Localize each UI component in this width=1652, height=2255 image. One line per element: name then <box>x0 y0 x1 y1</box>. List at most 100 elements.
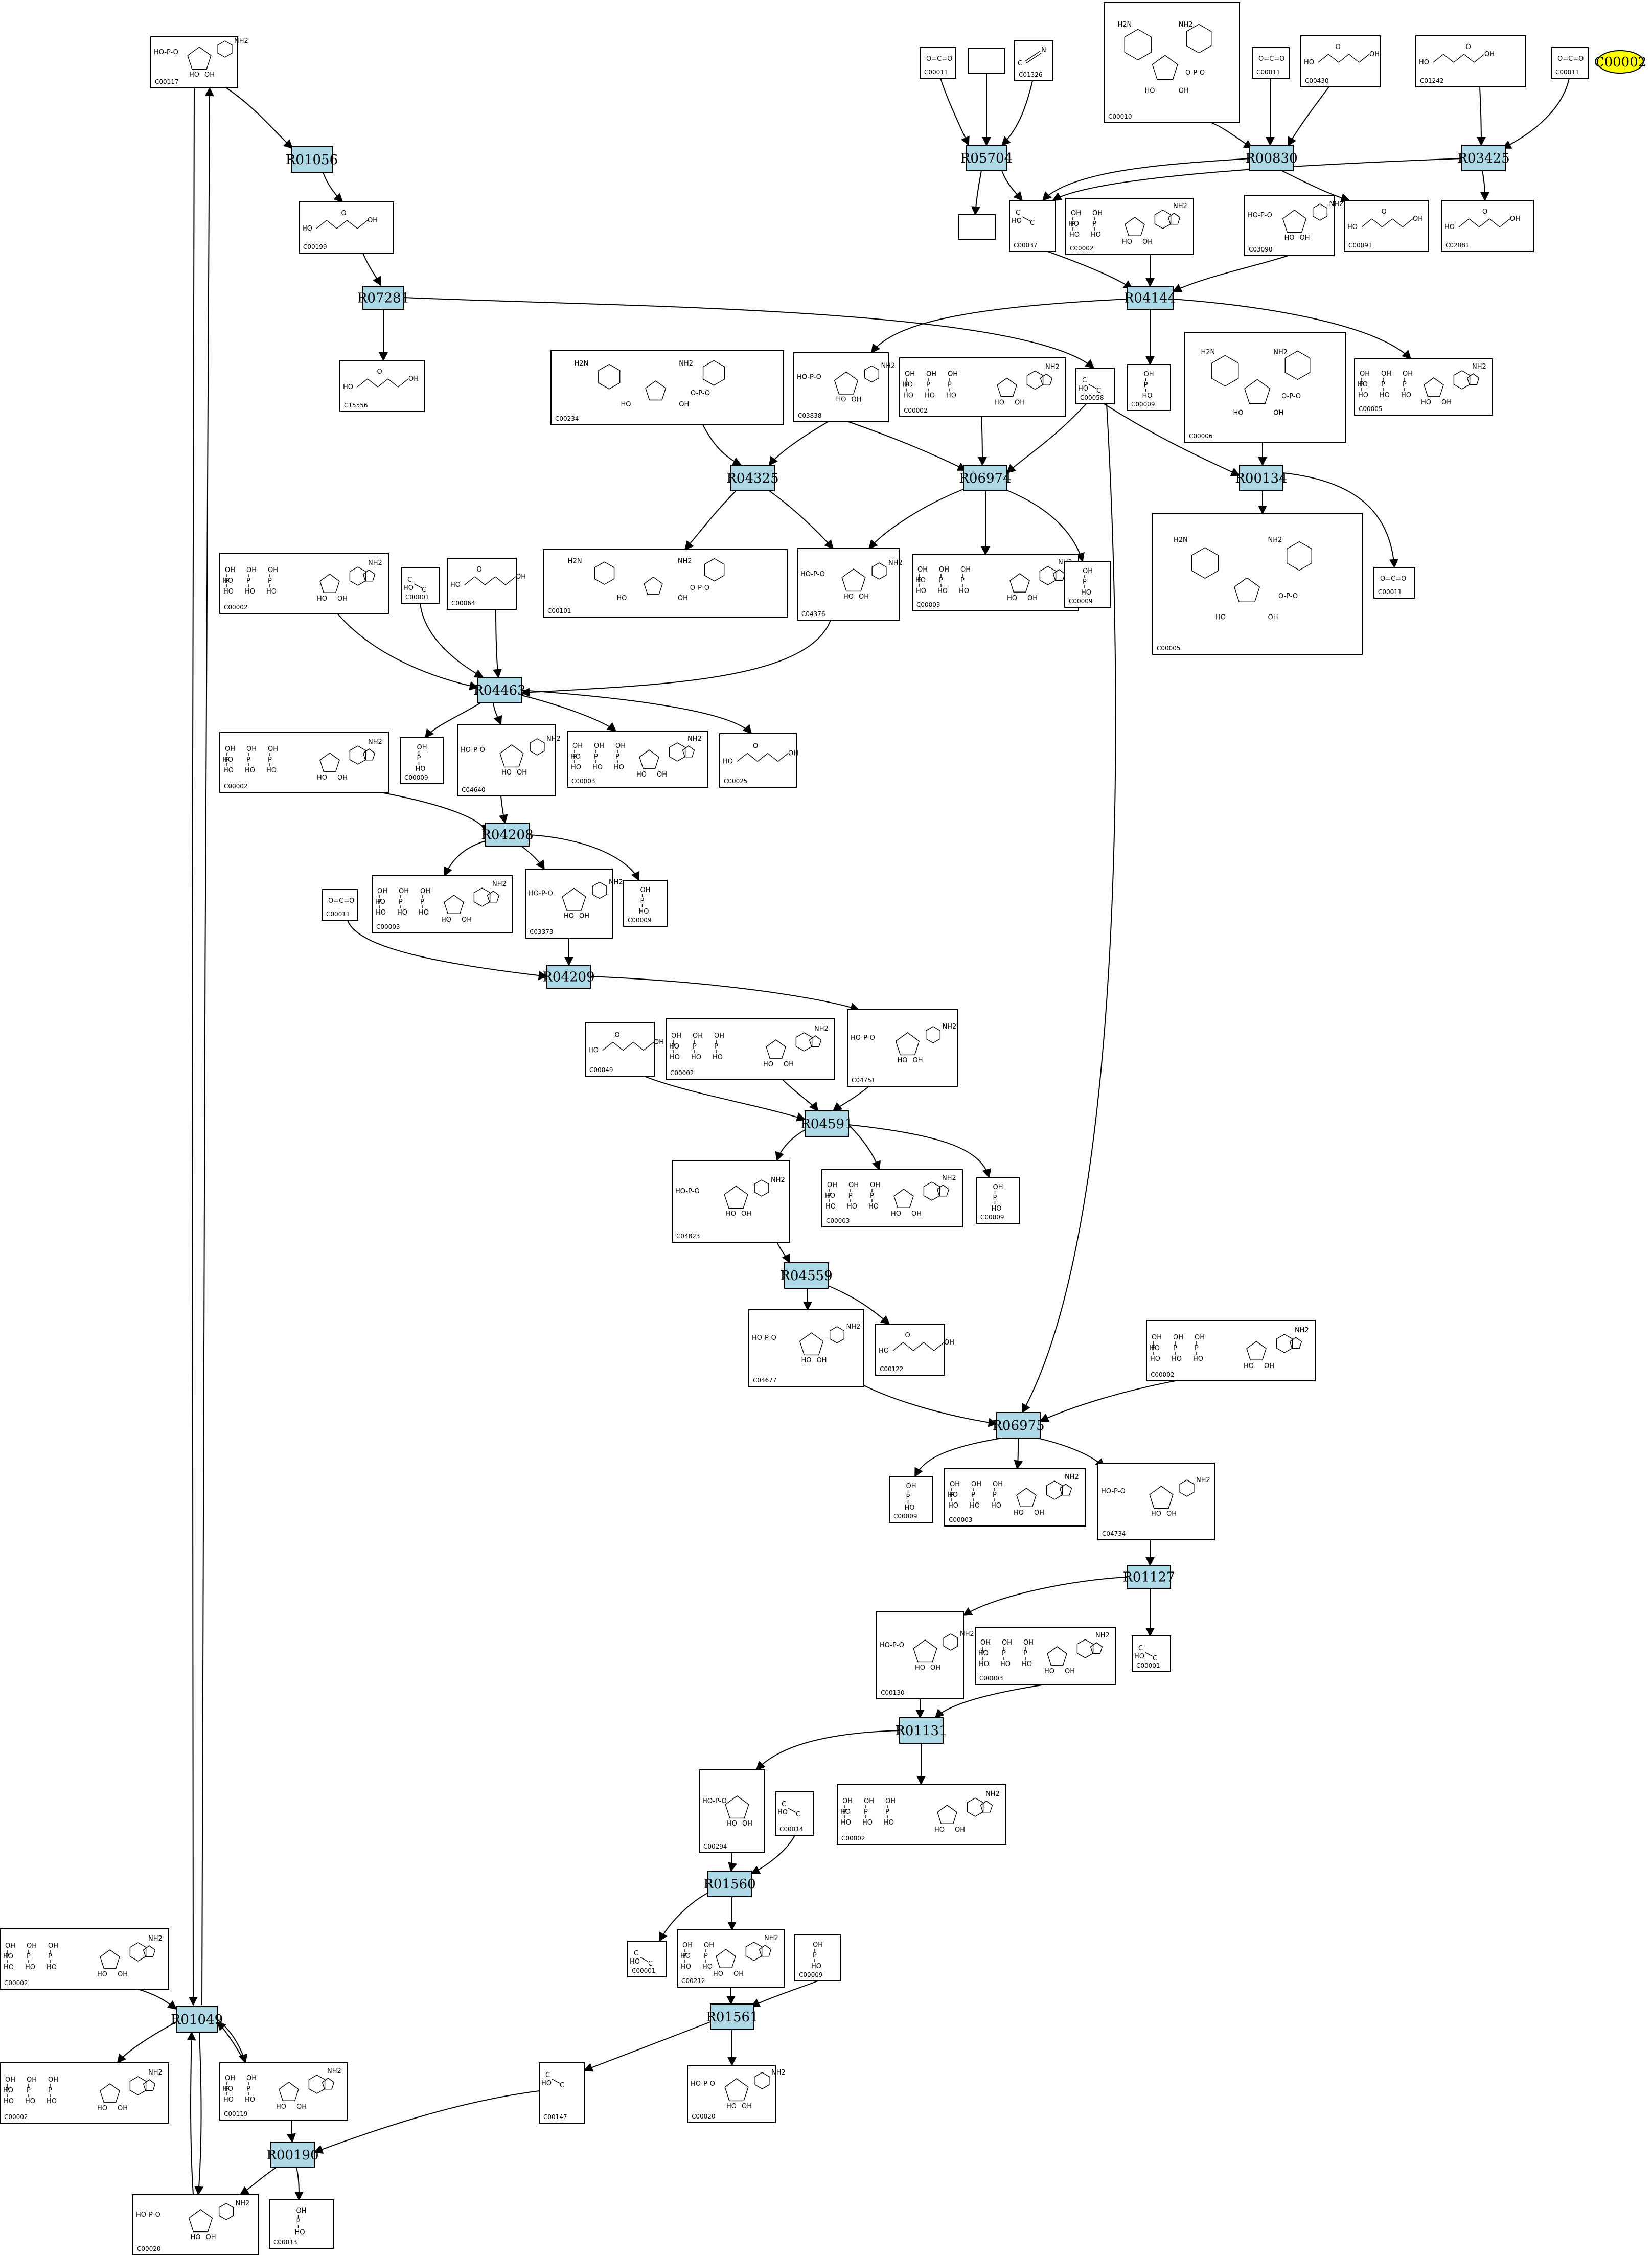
reaction-node[interactable]: R04591 <box>800 1110 853 1137</box>
reaction-node[interactable]: R04208 <box>481 823 534 847</box>
atom-label: OH <box>1300 234 1310 242</box>
compound-id: C01326 <box>1019 71 1043 78</box>
reaction-node[interactable]: R01049 <box>171 2006 223 2033</box>
reaction-node[interactable]: R01127 <box>1122 1565 1175 1589</box>
reaction-edge <box>684 490 737 551</box>
reaction-node[interactable]: R06975 <box>992 1412 1045 1439</box>
reaction-edge <box>768 421 829 466</box>
compound-node[interactable] <box>958 214 996 240</box>
reaction-node[interactable]: R07281 <box>357 286 409 310</box>
reaction-node[interactable]: R04144 <box>1124 286 1176 310</box>
reaction-node[interactable]: R03425 <box>1457 145 1510 171</box>
reaction-node[interactable]: R04463 <box>473 677 526 703</box>
reaction-node[interactable]: R04325 <box>726 465 779 491</box>
compound-node[interactable] <box>968 48 1005 74</box>
reaction-node[interactable]: R00134 <box>1235 465 1288 491</box>
reaction-node[interactable]: R01131 <box>895 1717 948 1744</box>
reaction-node[interactable]: R00830 <box>1245 145 1298 171</box>
compound-box <box>401 567 440 604</box>
reaction-node[interactable]: R01560 <box>703 1871 756 1897</box>
reaction-node[interactable]: R04209 <box>542 965 595 989</box>
reaction-node[interactable]: R04559 <box>780 1262 833 1289</box>
reaction-id: R00134 <box>1235 471 1287 486</box>
reaction-node[interactable]: R01056 <box>286 146 338 173</box>
reaction-node[interactable]: R06974 <box>959 465 1012 491</box>
reaction-edge <box>848 1124 992 1178</box>
reaction-node[interactable]: R00190 <box>266 2142 319 2168</box>
reaction-node[interactable]: R05704 <box>960 145 1013 171</box>
reaction-node[interactable]: R01561 <box>706 2003 759 2030</box>
